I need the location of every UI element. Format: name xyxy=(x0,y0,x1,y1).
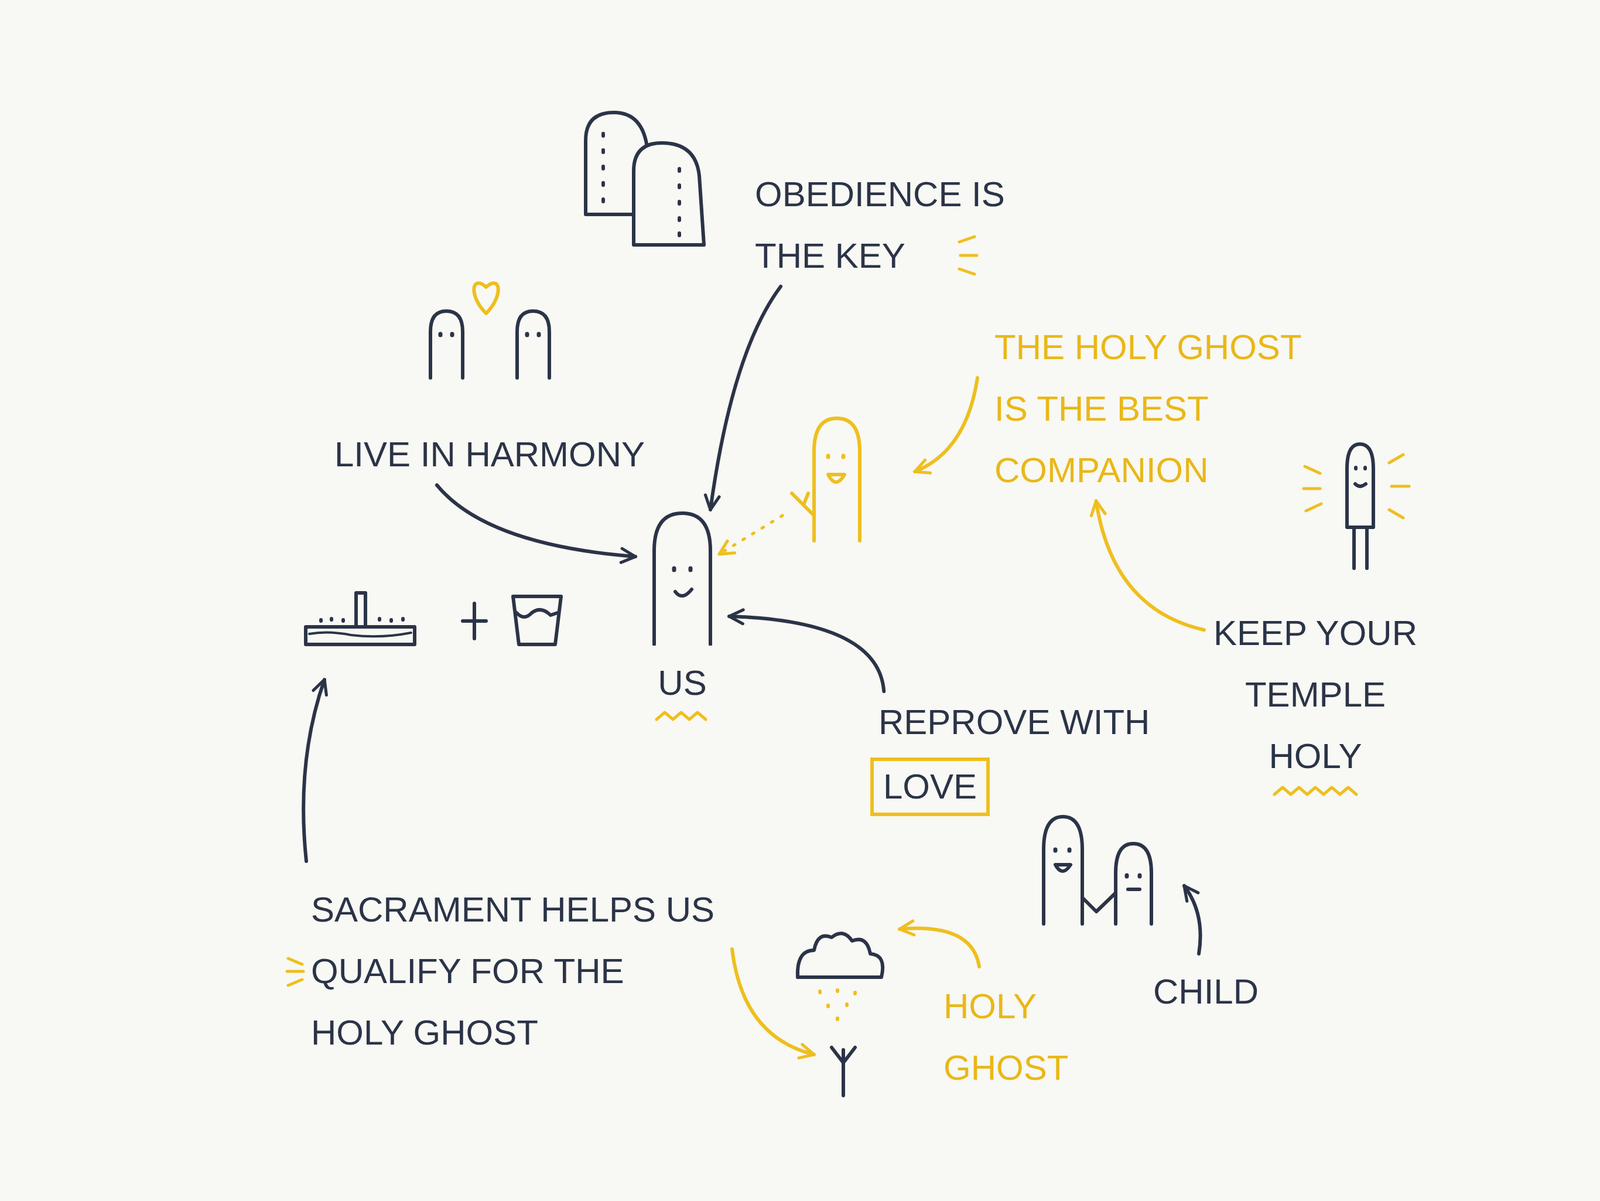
note-text: KEEP YOUR TEMPLE HOLY xyxy=(1204,602,1427,787)
note-text: REPROVE WITHLOVE xyxy=(878,691,1150,817)
glowing-figure xyxy=(1346,443,1374,569)
note-label: REPROVE WITH xyxy=(878,691,1150,753)
us-figure xyxy=(635,509,730,646)
glow-rays xyxy=(1303,454,1410,518)
dotted-companion-line xyxy=(719,515,783,555)
zigzag-underline xyxy=(653,708,712,723)
boxed-word: LOVE xyxy=(870,757,990,816)
note-label: HOLY GHOST xyxy=(943,975,1090,1099)
parent-child-figures xyxy=(1043,816,1152,924)
boxed-word-row: LOVE xyxy=(878,752,1150,817)
note-text: OBEDIENCE IS THE KEY xyxy=(754,163,1013,287)
note-text: THE HOLY GHOST IS THE BEST COMPANION xyxy=(994,316,1323,501)
sacrament-bread-tray xyxy=(305,592,415,645)
child-arrow xyxy=(1184,885,1201,954)
arrow-connector xyxy=(1096,500,1205,630)
note-label: OBEDIENCE IS THE KEY xyxy=(754,163,1013,287)
qualify-sparks xyxy=(286,958,304,986)
key-sparks xyxy=(959,236,977,275)
note-label: LIVE IN HARMONY xyxy=(334,423,645,485)
note-text: HOLY GHOST xyxy=(943,975,1090,1099)
harmony-figures xyxy=(430,310,550,378)
note-label: CHILD xyxy=(1153,960,1259,1022)
arrow-connector xyxy=(436,484,636,557)
note-label: US xyxy=(635,659,730,707)
zigzag-underline xyxy=(1274,787,1357,795)
note-label: SACRAMENT HELPS US QUALIFY FOR THE HOLY … xyxy=(310,878,724,1063)
note-text: CHILD xyxy=(1153,960,1259,1022)
growth-arrow xyxy=(732,948,815,1055)
arrow-connector xyxy=(729,616,884,692)
sprout xyxy=(831,1047,856,1096)
cloud xyxy=(797,932,883,977)
note-label: KEEP YOUR TEMPLE HOLY xyxy=(1204,602,1427,787)
holy-ghost-arrow xyxy=(899,928,980,967)
water-cup xyxy=(513,596,562,645)
arrow-connector xyxy=(710,286,781,510)
heart xyxy=(473,282,498,314)
companion-arrow xyxy=(914,377,978,472)
note-text: SACRAMENT HELPS US QUALIFY FOR THE HOLY … xyxy=(310,878,724,1063)
commandment-tablets xyxy=(585,112,704,245)
figure-node: US xyxy=(635,509,730,723)
note-text: LIVE IN HARMONY xyxy=(334,423,645,485)
rain-dots xyxy=(819,989,856,1020)
plus-sign xyxy=(462,603,487,639)
holy-ghost-figure xyxy=(791,418,860,541)
note-label: THE HOLY GHOST IS THE BEST COMPANION xyxy=(994,316,1323,501)
sacrament-arrow xyxy=(303,679,325,861)
